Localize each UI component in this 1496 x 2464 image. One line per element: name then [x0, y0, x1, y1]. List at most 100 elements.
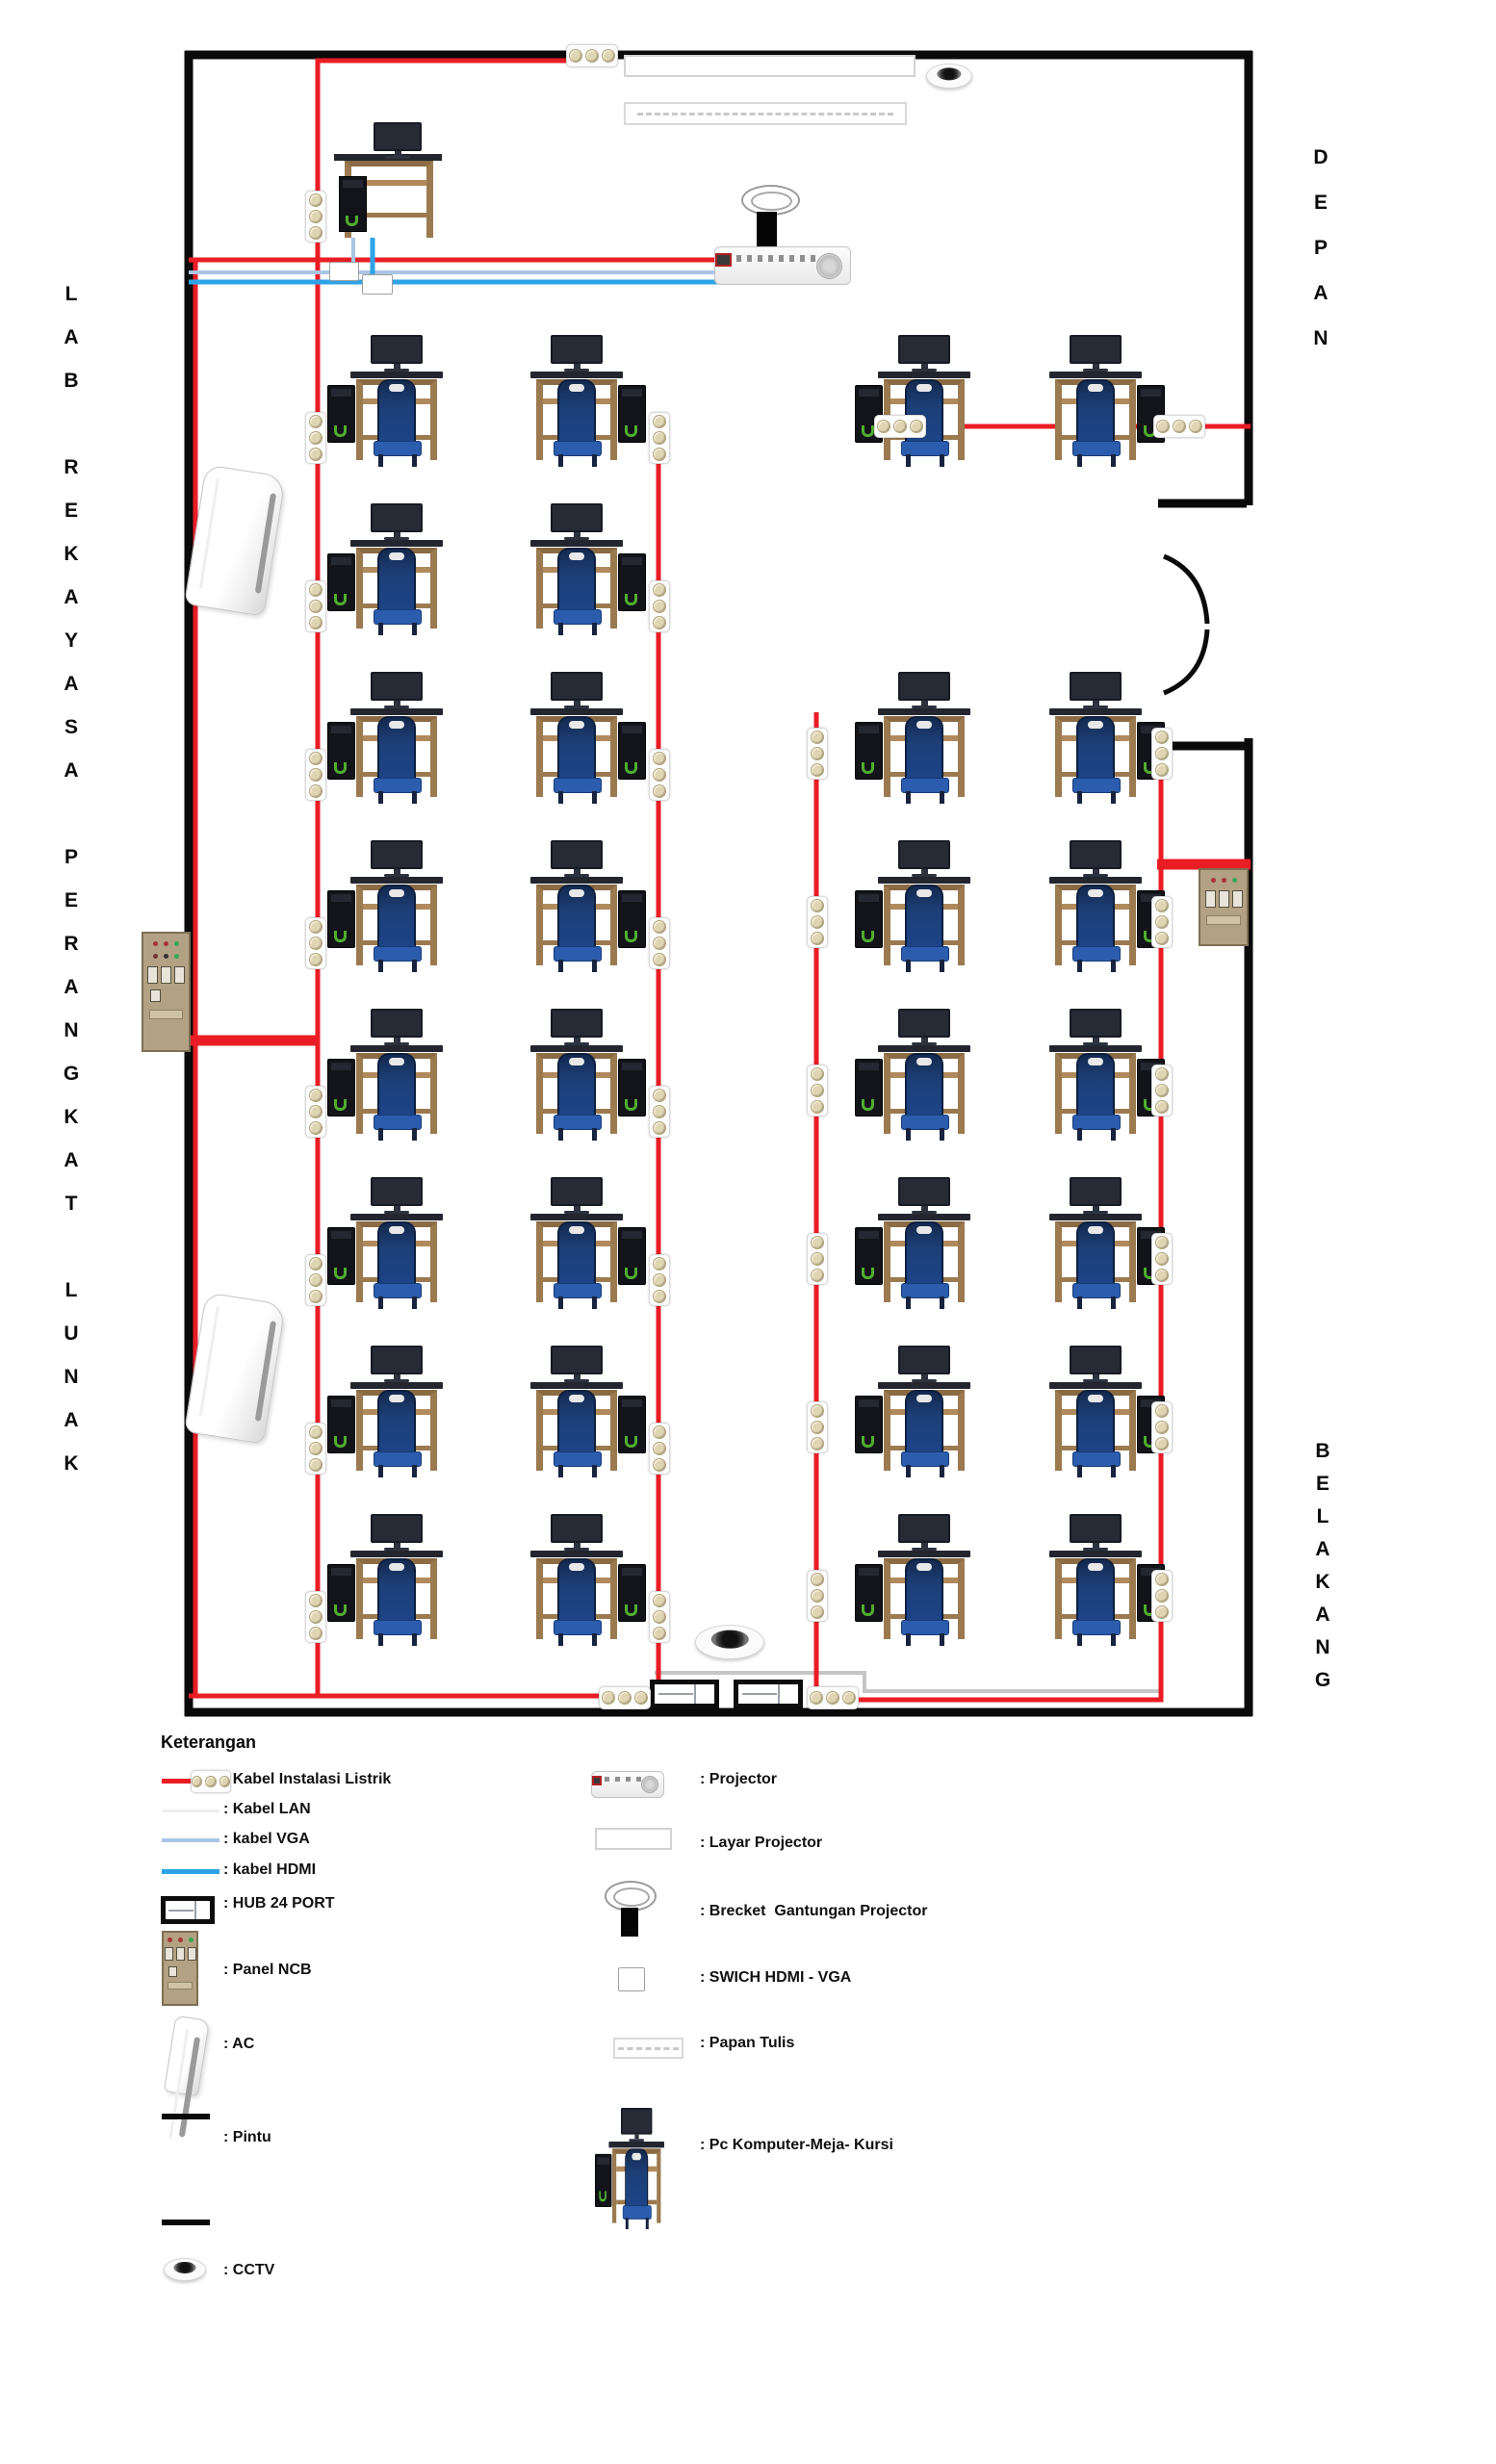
workstation-pc-desk-chair	[1049, 335, 1165, 470]
pc-tower	[618, 553, 646, 611]
power-strip	[1151, 896, 1173, 948]
workstation-pc-desk-chair	[327, 503, 443, 638]
cctv-front	[926, 64, 972, 89]
monitor	[371, 1514, 423, 1553]
projector-icon	[591, 1771, 664, 1798]
workstation-pc-desk-chair	[530, 1346, 646, 1480]
power-strip	[566, 44, 618, 67]
room-name-label: Y	[64, 629, 78, 652]
chair	[1072, 716, 1121, 805]
hdmi-vga-switch-1	[329, 262, 359, 281]
legend-label: : Kabel LAN	[223, 1801, 311, 1817]
legend-label: : Pintu	[223, 2129, 271, 2145]
workstation-pc-desk-chair	[855, 1177, 970, 1312]
chair	[554, 548, 602, 636]
chair	[1072, 885, 1121, 973]
monitor	[1070, 335, 1122, 373]
panel-icon	[162, 1931, 198, 2006]
monitor	[551, 1177, 603, 1216]
monitor	[1070, 1346, 1122, 1384]
monitor	[898, 1009, 950, 1047]
switch-icon	[618, 1967, 645, 1991]
room-name-label: R	[64, 933, 79, 955]
room-name-label: A	[64, 326, 79, 348]
power-strip	[305, 1086, 326, 1138]
room-name-label: B	[64, 370, 79, 392]
room-name-label: A	[64, 1149, 79, 1171]
power-strip	[305, 191, 326, 243]
monitor	[551, 1346, 603, 1384]
monitor	[621, 2108, 653, 2143]
pc-tower	[855, 1396, 883, 1453]
hdmi-vga-switch-2	[362, 274, 393, 295]
door-icon	[162, 2114, 210, 2119]
whiteboard	[624, 102, 907, 125]
workstation-pc-desk-chair	[327, 335, 443, 470]
chair	[374, 548, 422, 636]
hdmi-cable	[189, 218, 779, 285]
room-name-label: L	[64, 1279, 78, 1301]
power-strip	[807, 1686, 859, 1709]
chair	[1072, 379, 1121, 468]
cctv-back	[695, 1625, 764, 1659]
pc-tower	[855, 1059, 883, 1116]
chair	[1072, 1558, 1121, 1647]
chair	[901, 716, 949, 805]
workstation-pc-desk-chair	[327, 1514, 443, 1649]
chair	[1072, 1053, 1121, 1142]
room-name-label: R	[64, 456, 79, 478]
panel-ncb-right	[1199, 868, 1249, 946]
legend-label: : AC	[223, 2036, 255, 2052]
screen-icon	[595, 1828, 672, 1850]
workstation-pc-desk-chair	[855, 840, 970, 975]
power-strip	[1151, 1065, 1173, 1116]
chair	[901, 1221, 949, 1310]
pc-tower	[855, 722, 883, 780]
monitor	[551, 840, 603, 879]
workstation-pc-desk-chair	[530, 672, 646, 807]
monitor	[898, 672, 950, 710]
hdmi-cable-icon	[162, 1869, 219, 1874]
panel-ncb-left	[142, 932, 191, 1052]
monitor	[898, 335, 950, 373]
monitor	[1070, 1514, 1122, 1553]
cctv-icon	[164, 2258, 206, 2281]
pc-tower	[327, 385, 355, 443]
chair	[901, 1558, 949, 1647]
workstation-pc-desk-chair	[327, 1346, 443, 1480]
legend-label: : Pc Komputer-Meja- Kursi	[700, 2137, 893, 2153]
power-feeders	[189, 859, 1251, 1046]
projector-screen	[624, 55, 916, 77]
legend-label: : Layar Projector	[700, 1835, 823, 1851]
bracket-icon	[605, 1881, 657, 1912]
projector	[714, 246, 851, 285]
monitor	[551, 335, 603, 373]
workstation-pc-desk-chair	[327, 1177, 443, 1312]
monitor	[371, 672, 423, 710]
front-label: A	[1313, 282, 1328, 304]
workstation-pc-desk-chair	[1049, 1177, 1165, 1312]
power-strip	[305, 580, 326, 632]
chair	[374, 379, 422, 468]
power-strip	[807, 1401, 828, 1453]
lan-cable-icon	[162, 1810, 219, 1812]
power-strip	[1153, 415, 1205, 438]
monitor	[371, 1009, 423, 1047]
workstation-pc-desk-chair	[327, 840, 443, 975]
monitor	[371, 1177, 423, 1216]
front-label: E	[1313, 192, 1328, 214]
workstation-pc-desk-chair	[1049, 840, 1165, 975]
workstation-pc-desk-chair	[530, 335, 646, 470]
legend-label: : Kabel Instalasi Listrik	[223, 1771, 392, 1787]
chair	[374, 1558, 422, 1647]
power-strip	[649, 580, 670, 632]
back-label: B	[1315, 1440, 1330, 1462]
door-swing-arc	[1163, 553, 1210, 696]
legend-label: : Panel NCB	[223, 1962, 312, 1978]
monitor	[898, 1514, 950, 1553]
chair	[374, 1390, 422, 1478]
teacher-pc-tower	[339, 176, 367, 232]
teacher-monitor	[374, 122, 422, 159]
power-strip	[305, 412, 326, 464]
